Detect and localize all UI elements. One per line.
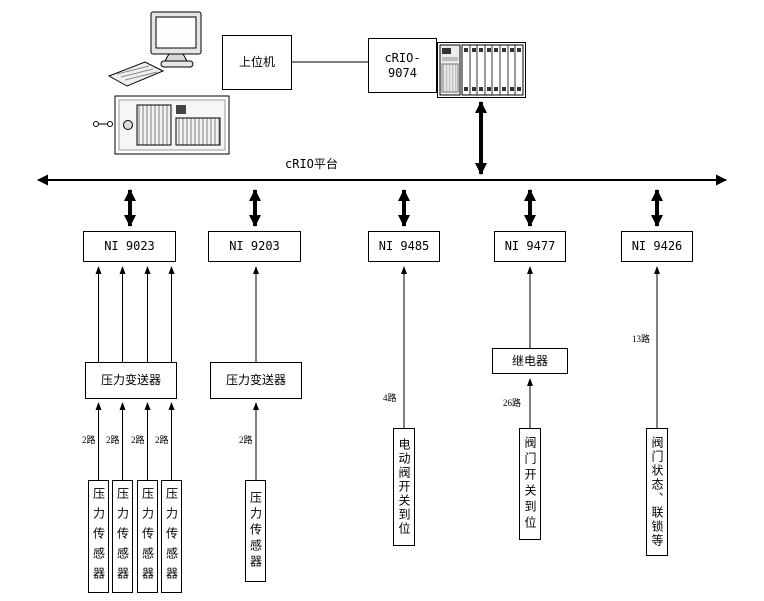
bus-module-arrows (124, 189, 663, 227)
sensor-box-4: 压力传感器 (161, 480, 182, 593)
desktop-computer-icon (107, 11, 202, 87)
module-ni-9485: NI 9485 (368, 231, 440, 262)
module-label: NI 9203 (229, 239, 280, 253)
controller-label-line2: 9074 (388, 65, 417, 80)
host-label: 上位机 (238, 55, 275, 69)
host-box: 上位机 (222, 35, 292, 90)
transmitter-box-2: 压力变送器 (210, 362, 302, 399)
terminal-box-valve-switch: 阀门开关到位 (519, 428, 541, 540)
terminal-label: 阀门状态、联锁等 (650, 436, 664, 548)
channel-label-26lu: 26路 (503, 398, 522, 408)
module-label: NI 9426 (631, 239, 683, 253)
channel-label-3: 2路 (131, 435, 145, 445)
terminal-label: 阀门开关到位 (523, 436, 537, 532)
terminal-box-valve-status: 阀门状态、联锁等 (646, 428, 668, 556)
terminal-box-motor-valve: 电动阀开关到位 (393, 428, 415, 546)
server-icon (93, 95, 230, 155)
transmitter-label: 压力变送器 (100, 373, 161, 387)
channel-label-1: 2路 (82, 435, 96, 445)
crio-chassis-icon (437, 42, 526, 98)
signal-arrows (95, 266, 660, 480)
module-ni-9426: NI 9426 (621, 231, 693, 262)
channel-label-13lu: 13路 (632, 334, 651, 344)
relay-box: 继电器 (492, 348, 568, 374)
channel-label-4lu: 4路 (383, 393, 397, 403)
module-ni-9477: NI 9477 (494, 231, 566, 262)
module-label: NI 9485 (378, 239, 430, 253)
module-ni-9203: NI 9203 (208, 231, 301, 262)
sensor-box-3: 压力传感器 (137, 480, 158, 593)
channel-label-4: 2路 (155, 435, 169, 445)
channel-label-2: 2路 (106, 435, 120, 445)
module-label: NI 9023 (104, 239, 155, 253)
relay-label: 继电器 (511, 353, 548, 368)
controller-box: cRIO- 9074 (368, 38, 437, 93)
module-label: NI 9477 (504, 239, 556, 253)
channel-label-5: 2路 (239, 435, 253, 445)
platform-label: cRIO平台 (285, 157, 338, 171)
transmitter-box-1: 压力变送器 (85, 362, 177, 399)
controller-label-line1: cRIO- (384, 50, 421, 65)
sensor-label: 压力传感器 (248, 491, 263, 571)
sensor-label: 压力传感器 (140, 486, 155, 587)
sensor-box-2: 压力传感器 (112, 480, 133, 593)
sensor-label: 压力传感器 (164, 486, 179, 587)
sensor-label: 压力传感器 (115, 486, 130, 587)
module-ni-9023: NI 9023 (83, 231, 176, 262)
terminal-label: 电动阀开关到位 (397, 438, 411, 536)
sensor-box-1: 压力传感器 (88, 480, 109, 593)
transmitter-label: 压力变送器 (225, 373, 286, 387)
sensor-label: 压力传感器 (91, 486, 106, 587)
sensor-box-5: 压力传感器 (245, 480, 266, 582)
